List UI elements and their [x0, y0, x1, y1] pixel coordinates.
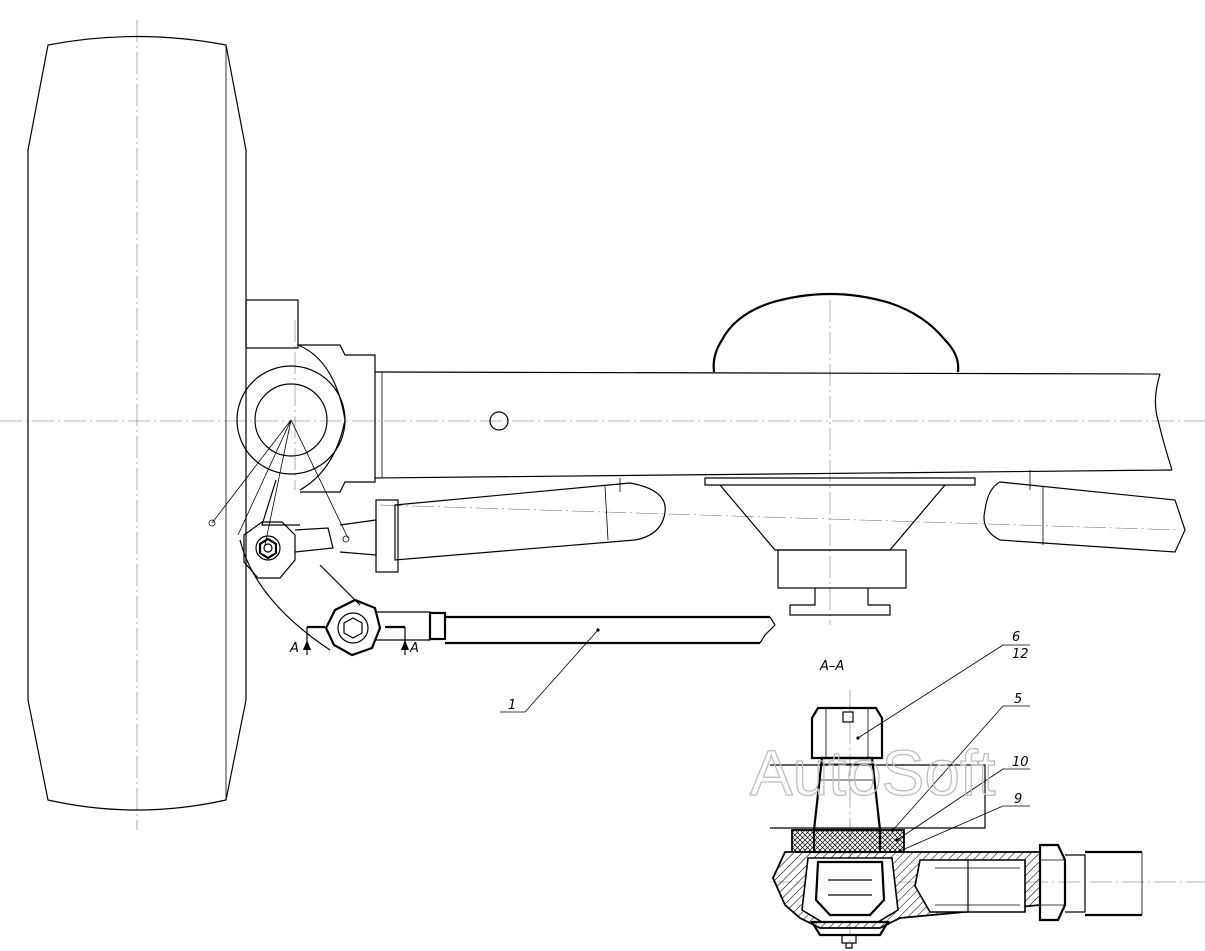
watermark: AutoSoft [750, 737, 996, 809]
shock-absorber-left [339, 482, 666, 573]
steering-knuckle [236, 299, 376, 526]
section-mark-right: A [409, 641, 419, 656]
wheel-tire [27, 35, 247, 811]
callout-6-12: 6 12 [856, 630, 1030, 740]
steering-arm [208, 419, 361, 651]
callout-10: 10 [895, 755, 1030, 842]
section-title: А–А [819, 659, 844, 674]
callout-5: 5 [891, 692, 1030, 832]
callout-label-1: 1 [508, 698, 516, 713]
section-mark-left: A [289, 641, 299, 656]
section-aa-view [770, 706, 1143, 949]
callout-9: 9 [898, 792, 1030, 853]
callout-label-12: 12 [1012, 647, 1029, 662]
callout-label-5: 5 [1014, 692, 1022, 707]
callout-label-6: 6 [1012, 630, 1020, 645]
axle-housing [374, 292, 1173, 616]
callout-label-10: 10 [1012, 755, 1029, 770]
callout-1: 1 [500, 628, 600, 713]
shock-absorber-right [983, 481, 1186, 553]
tie-rod [324, 598, 776, 657]
callout-label-9: 9 [1014, 792, 1022, 807]
section-marker: A A [289, 625, 419, 656]
